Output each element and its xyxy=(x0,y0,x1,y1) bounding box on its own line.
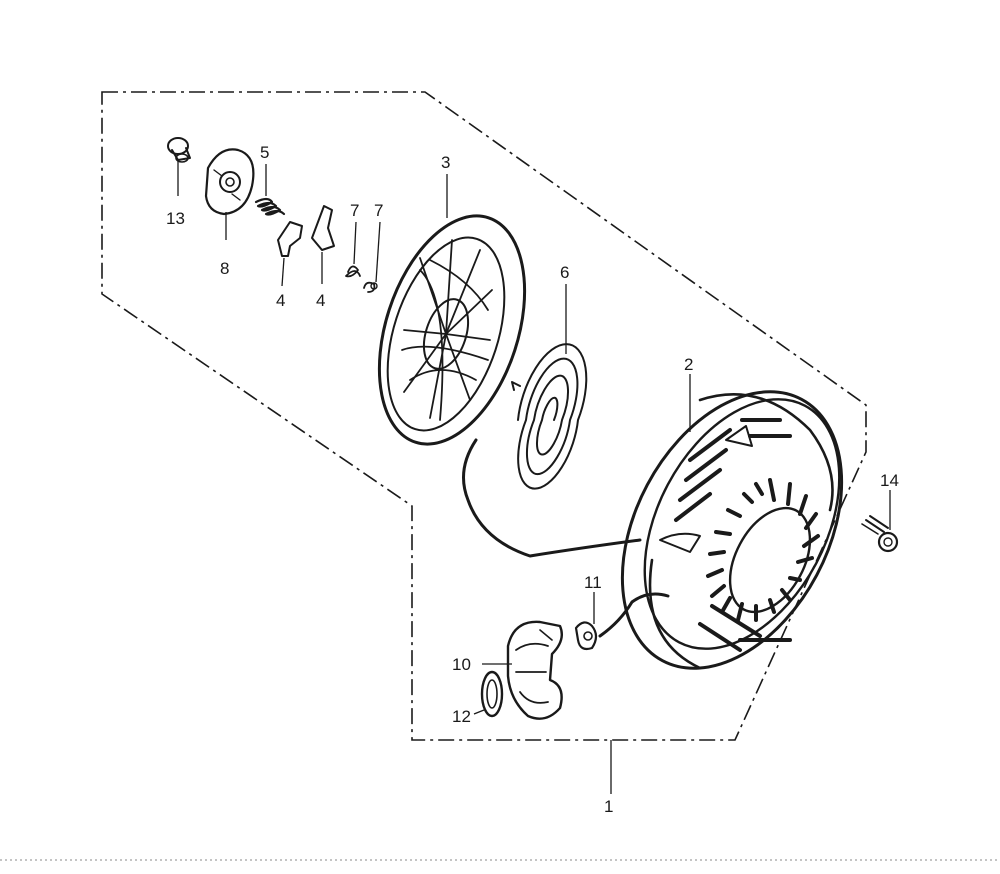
part-10-starter-grip xyxy=(506,620,563,720)
callout-10: 10 xyxy=(452,655,471,674)
part-3-reel xyxy=(377,214,527,446)
part-7-clip-right xyxy=(363,281,378,293)
callout-12: 12 xyxy=(452,707,471,726)
part-4-ratchet-right xyxy=(311,205,335,251)
part-11-rope-guide xyxy=(574,621,598,651)
part-2-starter-case xyxy=(620,390,844,670)
callout-8: 8 xyxy=(220,259,229,278)
callout-labels: 1 2 3 4 4 5 6 7 7 8 10 11 12 13 14 xyxy=(166,143,899,816)
callout-4-right: 4 xyxy=(316,291,325,310)
callout-7-left: 7 xyxy=(350,201,359,220)
part-4-ratchet-left xyxy=(277,221,303,257)
part-8-plate xyxy=(204,148,255,216)
part-6-spiral-spring xyxy=(511,343,588,490)
assembly-boundary xyxy=(101,91,867,741)
callout-1: 1 xyxy=(604,797,613,816)
callout-5: 5 xyxy=(260,143,269,162)
callout-11: 11 xyxy=(584,573,602,592)
part-14-bolt xyxy=(861,515,899,553)
leader-lines xyxy=(177,160,891,794)
callout-2: 2 xyxy=(684,355,693,374)
part-5-spring xyxy=(254,197,286,216)
callout-3: 3 xyxy=(441,153,450,172)
part-13-bolt xyxy=(167,137,191,163)
callout-14: 14 xyxy=(880,471,899,490)
callout-4-left: 4 xyxy=(276,291,285,310)
callout-7-right: 7 xyxy=(374,201,383,220)
callout-13: 13 xyxy=(166,209,185,228)
callout-6: 6 xyxy=(560,263,569,282)
starter-rope-lower xyxy=(598,592,670,638)
part-7-clip-left xyxy=(345,265,361,278)
starter-rope xyxy=(462,438,642,558)
part-12-grip-insert xyxy=(480,670,504,718)
